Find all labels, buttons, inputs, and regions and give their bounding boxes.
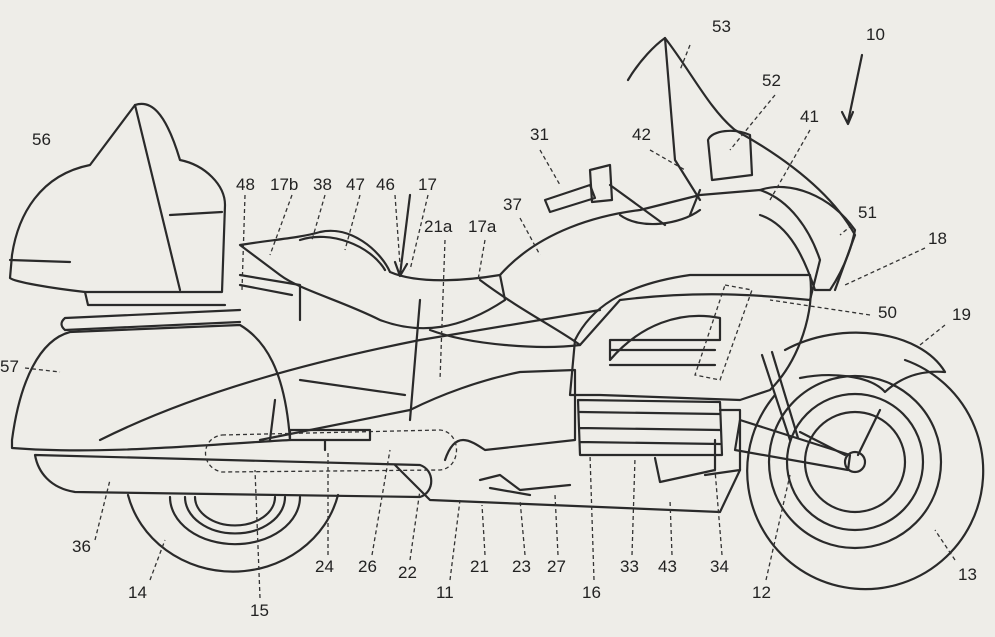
swingarm — [733, 418, 852, 472]
mirror — [706, 129, 754, 182]
label-10: 10 — [866, 25, 885, 44]
label-17a: 17a — [468, 217, 497, 236]
label-47: 47 — [346, 175, 365, 194]
label-13: 13 — [958, 565, 977, 584]
label-17: 17 — [418, 175, 437, 194]
label-51: 51 — [858, 203, 877, 222]
engine-cover — [576, 398, 724, 457]
label-34: 34 — [710, 557, 729, 576]
leader-lines — [24, 44, 956, 599]
label-31: 31 — [530, 125, 549, 144]
label-26: 26 — [358, 557, 377, 576]
fuel-tank — [428, 188, 822, 348]
label-56: 56 — [32, 130, 51, 149]
label-27: 27 — [547, 557, 566, 576]
top-box — [8, 102, 227, 294]
label-50: 50 — [878, 303, 897, 322]
label-52: 52 — [762, 71, 781, 90]
label-24: 24 — [315, 557, 334, 576]
label-57: 57 — [0, 357, 19, 376]
label-15: 15 — [250, 601, 269, 620]
label-21a: 21a — [424, 217, 453, 236]
label-46: 46 — [376, 175, 395, 194]
rear-wheel — [126, 493, 340, 573]
label-36: 36 — [72, 537, 91, 556]
label-21: 21 — [470, 557, 489, 576]
label-14: 14 — [128, 583, 147, 602]
front-fender — [783, 331, 947, 394]
label-18: 18 — [928, 229, 947, 248]
label-42: 42 — [632, 125, 651, 144]
saddlebag — [10, 323, 292, 452]
label-11: 11 — [436, 583, 454, 602]
label-53: 53 — [712, 17, 731, 36]
label-43: 43 — [658, 557, 677, 576]
label-19: 19 — [952, 305, 971, 324]
front-fork — [760, 350, 882, 457]
label-48: 48 — [236, 175, 255, 194]
seat — [238, 229, 507, 330]
label-16: 16 — [582, 583, 601, 602]
label-22: 22 — [398, 563, 417, 582]
label-12: 12 — [752, 583, 771, 602]
handlebar — [543, 163, 702, 227]
label-37: 37 — [503, 195, 522, 214]
reference-labels: 10 53 52 42 31 41 51 18 19 50 56 48 17b … — [0, 17, 977, 620]
label-17b: 17b — [270, 175, 298, 194]
front-wheel — [746, 358, 985, 591]
muffler — [33, 453, 433, 499]
label-41: 41 — [800, 107, 819, 126]
windscreen — [626, 36, 857, 292]
label-23: 23 — [512, 557, 531, 576]
label-33: 33 — [620, 557, 639, 576]
label-38: 38 — [313, 175, 332, 194]
brake-pedal — [478, 473, 572, 497]
